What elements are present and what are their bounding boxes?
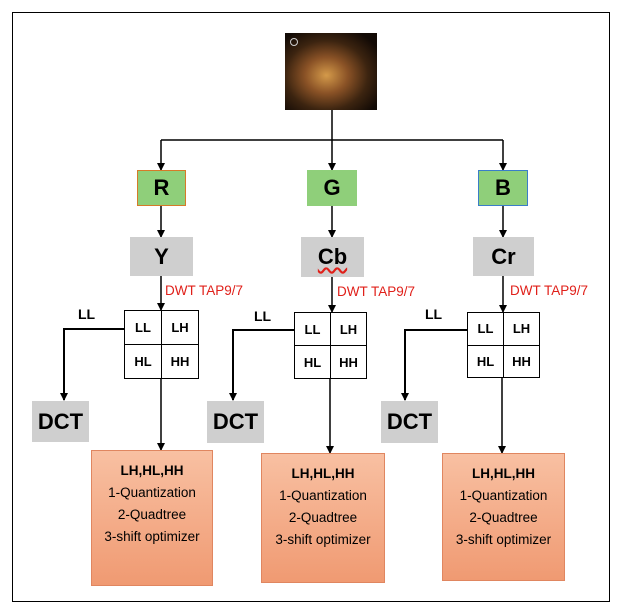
subband-hh: HH xyxy=(331,346,366,378)
dwt-subband-grid-cb: LL LH HL HH xyxy=(294,312,367,379)
proc-step-1: 1-Quantization xyxy=(279,488,367,503)
proc-title: LH,HL,HH xyxy=(120,463,184,478)
subband-hh: HH xyxy=(162,345,198,378)
proc-step-3: 3-shift optimizer xyxy=(104,529,200,544)
proc-step-2: 2-Quadtree xyxy=(288,510,358,525)
channel-b-box: B xyxy=(478,170,528,206)
ll-label-cr: LL xyxy=(425,306,443,322)
image-marker-icon xyxy=(290,38,298,46)
channel-cb-box: Cb xyxy=(301,237,364,277)
subband-ll: LL xyxy=(468,313,503,345)
processing-box-cb: LH,HL,HH 1-Quantization 2-Quadtree 3-shi… xyxy=(261,453,385,583)
proc-step-3: 3-shift optimizer xyxy=(275,532,371,547)
dwt-subband-grid-cr: LL LH HL HH xyxy=(467,312,540,378)
proc-step-1: 1-Quantization xyxy=(459,488,548,503)
dwt-label-y: DWT TAP9/7 xyxy=(165,283,244,298)
proc-step-3: 3-shift optimizer xyxy=(455,532,552,547)
dct-box-y: DCT xyxy=(32,401,89,442)
proc-title: LH,HL,HH xyxy=(472,466,535,481)
proc-step-2: 2-Quadtree xyxy=(117,507,187,522)
subband-hl: HL xyxy=(125,345,161,378)
input-image xyxy=(285,33,377,110)
dct-box-cb: DCT xyxy=(207,401,264,443)
dwt-subband-grid-y: LL LH HL HH xyxy=(124,310,199,379)
processing-box-y: LH,HL,HH 1-Quantization 2-Quadtree 3-shi… xyxy=(91,450,213,586)
dwt-label-cr: DWT TAP9/7 xyxy=(510,283,589,298)
dct-box-cr: DCT xyxy=(381,401,438,443)
proc-step-1: 1-Quantization xyxy=(108,485,196,500)
subband-lh: LH xyxy=(162,311,198,344)
subband-ll: LL xyxy=(125,311,161,344)
ll-label-y: LL xyxy=(78,306,96,322)
channel-y-box: Y xyxy=(130,237,193,276)
proc-title: LH,HL,HH xyxy=(291,466,355,481)
subband-lh: LH xyxy=(331,313,366,345)
dwt-label-cb: DWT TAP9/7 xyxy=(337,284,416,299)
processing-box-cr: LH,HL,HH 1-Quantization 2-Quadtree 3-shi… xyxy=(442,453,565,581)
channel-cr-box: Cr xyxy=(473,237,534,276)
subband-lh: LH xyxy=(504,313,539,345)
channel-r-box: R xyxy=(137,170,186,206)
channel-g-box: G xyxy=(307,170,357,206)
channel-cb-label: Cb xyxy=(317,244,348,269)
subband-ll: LL xyxy=(295,313,330,345)
subband-hl: HL xyxy=(468,345,503,377)
subband-hh: HH xyxy=(504,345,539,377)
subband-hl: HL xyxy=(295,346,330,378)
ll-label-cb: LL xyxy=(254,308,272,324)
proc-step-2: 2-Quadtree xyxy=(469,510,538,525)
